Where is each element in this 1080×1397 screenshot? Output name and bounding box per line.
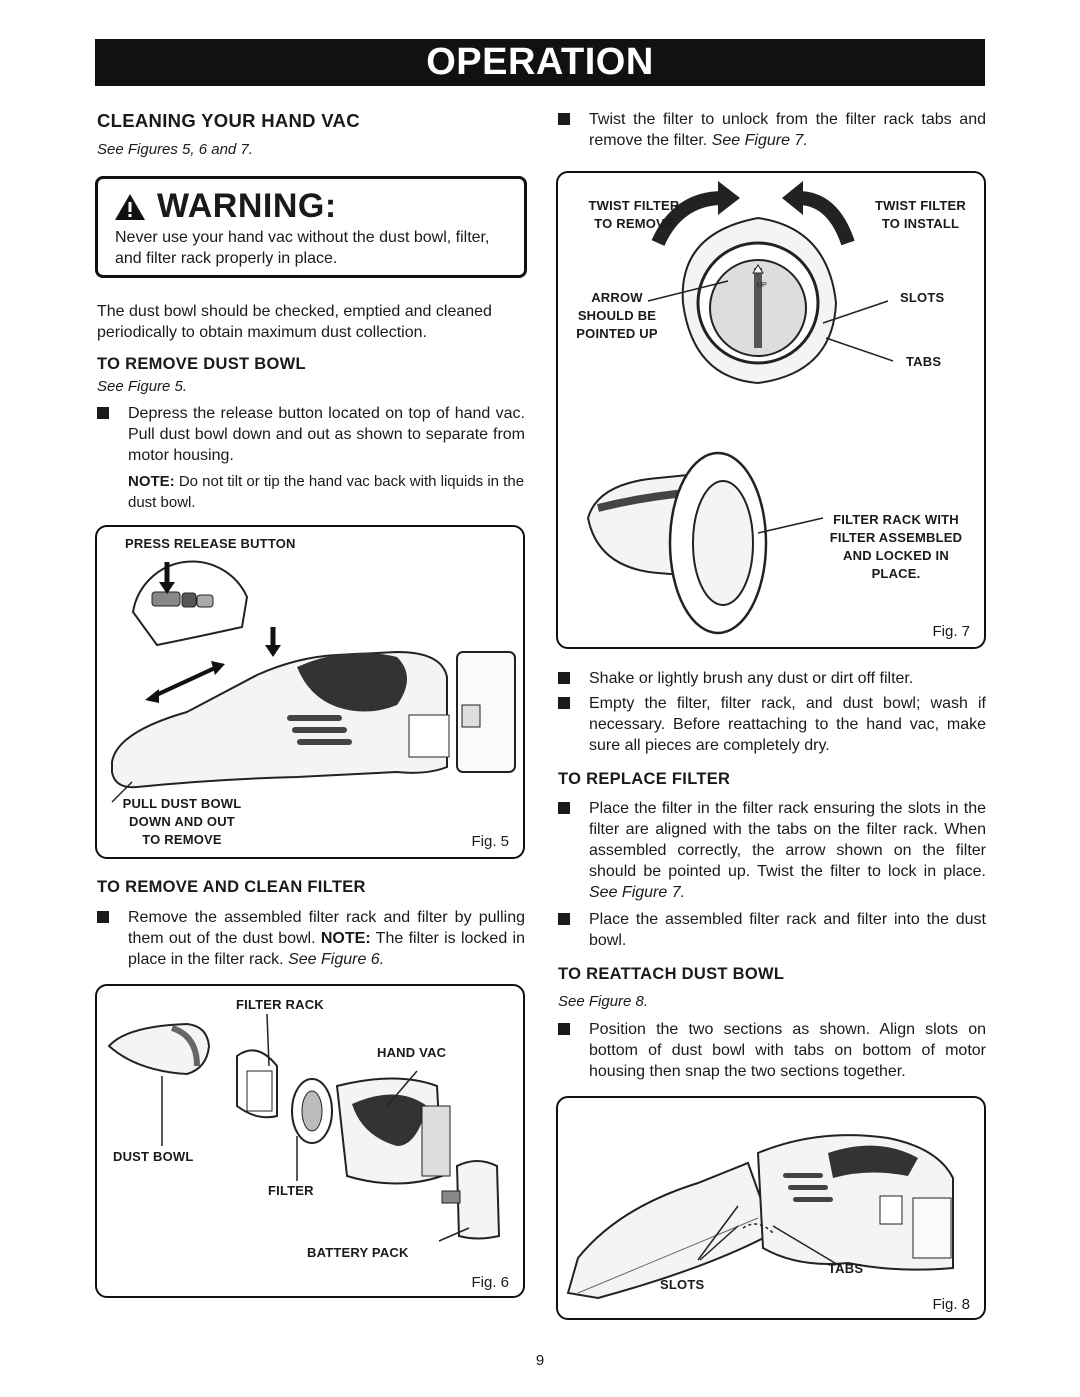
- figure-number: Fig. 5: [471, 833, 509, 850]
- bullet-square-icon: [558, 802, 570, 814]
- label-tabs: TABS: [906, 354, 942, 369]
- note-label: NOTE:: [128, 473, 175, 490]
- label-twist-remove-line-2: TO REMOVE: [594, 216, 674, 231]
- label-arrow-pointed-up: ARROW SHOULD BE POINTED UP: [568, 289, 666, 343]
- label-twist-install-line-2: TO INSTALL: [881, 216, 960, 231]
- label-arrow-line-3: POINTED UP: [576, 326, 658, 341]
- list-item: Remove the assembled filter rack and fil…: [97, 907, 525, 970]
- label-pull-dust-bowl: PULL DUST BOWL DOWN AND OUT TO REMOVE: [112, 795, 252, 849]
- label-twist-install-line-1: TWIST FILTER: [875, 198, 966, 213]
- label-arrow-line-2: SHOULD BE: [577, 308, 657, 323]
- warning-triangle-icon: [115, 193, 145, 220]
- bullet-text: Place the assembled filter rack and filt…: [589, 911, 986, 949]
- warning-title: WARNING:: [157, 187, 337, 225]
- label-twist-install: TWIST FILTER TO INSTALL: [858, 197, 983, 233]
- intro-paragraph: The dust bowl should be checked, emptied…: [97, 303, 492, 341]
- label-twist-remove: TWIST FILTER TO REMOVE: [574, 197, 694, 233]
- bullet-text-a: Remove the assembled filter rack and fil…: [128, 909, 525, 947]
- bullet-text: Shake or lightly brush any dust or dirt …: [589, 670, 914, 687]
- list-item: Shake or lightly brush any dust or dirt …: [558, 668, 986, 689]
- note-paragraph: NOTE: Do not tilt or tip the hand vac ba…: [128, 471, 525, 513]
- bullet-text-main: Twist the filter to unlock from the filt…: [589, 111, 986, 149]
- label-pull-line-3: TO REMOVE: [142, 832, 222, 847]
- note-text: Do not tilt or tip the hand vac back wit…: [128, 473, 525, 511]
- filter-twist-illustration: [586, 181, 894, 635]
- label-twist-remove-line-1: TWIST FILTER: [588, 198, 680, 213]
- label-slots: SLOTS: [660, 1277, 705, 1292]
- warning-text: Never use your hand vac without the dust…: [115, 229, 490, 267]
- bullet-square-icon: [558, 1023, 570, 1035]
- label-rack-line-4: PLACE.: [871, 566, 921, 581]
- figure-6: FILTER RACK HAND VAC DUST BOWL FILTER BA…: [95, 984, 525, 1298]
- figure-8: TABS SLOTS Fig. 8: [556, 1096, 986, 1320]
- remove-dust-bowl-title: TO REMOVE DUST BOWL: [97, 355, 306, 373]
- figure-5: PRESS RELEASE BUTTON PULL DUST BOWL DOWN…: [95, 525, 525, 859]
- warning-box: WARNING: Never use your hand vac without…: [95, 176, 527, 278]
- figure-number: Fig. 6: [471, 1274, 509, 1291]
- label-pull-line-1: PULL DUST BOWL: [122, 796, 242, 811]
- bullet-text: Empty the filter, filter rack, and dust …: [589, 695, 986, 754]
- label-dust-bowl: DUST BOWL: [113, 1149, 194, 1164]
- label-battery-pack: BATTERY PACK: [307, 1245, 409, 1260]
- label-rack-line-2: FILTER ASSEMBLED: [829, 530, 963, 545]
- reattach-see: See Figure 8.: [558, 993, 649, 1010]
- figure-7: TWIST FILTER TO REMOVE TWIST FILTER TO I…: [556, 171, 986, 649]
- label-press-release-button: PRESS RELEASE BUTTON: [125, 536, 296, 551]
- page-title-banner: OPERATION: [95, 39, 985, 86]
- reattach-title: TO REATTACH DUST BOWL: [558, 965, 785, 983]
- figure-number: Fig. 7: [932, 623, 970, 640]
- bullet-square-icon: [558, 913, 570, 925]
- label-hand-vac: HAND VAC: [377, 1045, 447, 1060]
- bullet-note-label: NOTE:: [320, 930, 371, 947]
- replace-filter-title: TO REPLACE FILTER: [558, 770, 731, 788]
- remove-dust-bowl-see: See Figure 5.: [97, 378, 188, 395]
- bullet-square-icon: [558, 113, 570, 125]
- list-item: Empty the filter, filter rack, and dust …: [558, 693, 986, 756]
- bullet-text: Twist the filter to unlock from the filt…: [589, 109, 986, 151]
- bullet-text-main: Place the filter in the filter rack ensu…: [589, 800, 986, 880]
- bullet-see-figure: See Figure 7.: [711, 132, 808, 149]
- list-item: Position the two sections as shown. Alig…: [558, 1019, 986, 1082]
- bullet-square-icon: [558, 672, 570, 684]
- bullet-text: Depress the release button located on to…: [128, 405, 525, 464]
- page-title: OPERATION: [426, 41, 654, 83]
- bullet-text: Remove the assembled filter rack and fil…: [128, 907, 525, 970]
- bullet-text-b: The filter is locked in place in the fil…: [128, 930, 525, 968]
- page-number: 9: [535, 1352, 545, 1369]
- bullet-text: Place the filter in the filter rack ensu…: [589, 798, 986, 903]
- label-tabs: TABS: [828, 1261, 864, 1276]
- list-item: Place the filter in the filter rack ensu…: [558, 798, 986, 903]
- bullet-square-icon: [97, 407, 109, 419]
- bullet-see-figure: See Figure 7.: [589, 884, 686, 901]
- label-filter: FILTER: [268, 1183, 314, 1198]
- section-title: CLEANING YOUR HAND VAC: [97, 110, 360, 131]
- bullet-see-figure: See Figure 6.: [288, 951, 385, 968]
- remove-clean-filter-title: TO REMOVE AND CLEAN FILTER: [97, 878, 366, 896]
- up-marking: UP: [757, 282, 767, 289]
- see-figures-text: See Figures 5, 6 and 7.: [97, 141, 253, 158]
- label-filter-rack: FILTER RACK: [236, 997, 324, 1012]
- list-item: Depress the release button located on to…: [97, 403, 525, 466]
- label-rack-line-1: FILTER RACK WITH: [833, 512, 959, 527]
- list-item: Twist the filter to unlock from the filt…: [558, 109, 986, 151]
- label-arrow-line-1: ARROW: [591, 290, 643, 305]
- bullet-text: Position the two sections as shown. Alig…: [589, 1021, 986, 1080]
- label-pull-line-2: DOWN AND OUT: [129, 814, 235, 829]
- label-filter-rack-locked: FILTER RACK WITH FILTER ASSEMBLED AND LO…: [820, 511, 972, 583]
- hand-vac-illustration: [111, 560, 516, 803]
- bullet-square-icon: [558, 697, 570, 709]
- bullet-square-icon: [97, 911, 109, 923]
- figure-number: Fig. 8: [932, 1296, 970, 1313]
- warning-heading: WARNING:: [113, 187, 337, 226]
- exploded-parts-illustration: [107, 1013, 501, 1242]
- reattach-illustration: [566, 1134, 954, 1300]
- label-slots: SLOTS: [900, 290, 945, 305]
- list-item: Place the assembled filter rack and filt…: [558, 909, 986, 951]
- label-rack-line-3: AND LOCKED IN: [843, 548, 949, 563]
